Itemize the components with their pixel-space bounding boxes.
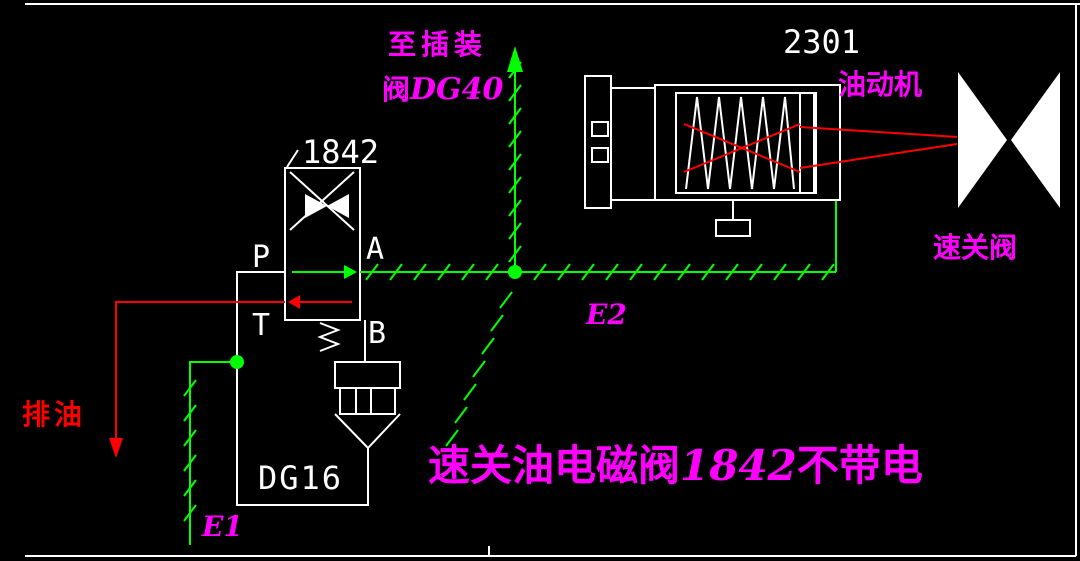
valve-spring-icon xyxy=(317,322,341,352)
label-port-b: B xyxy=(368,316,387,351)
label-to-cartridge-line2: 阀DG40 xyxy=(382,74,503,106)
p-to-a-arrow-icon xyxy=(344,265,357,279)
junction-dot-e1 xyxy=(230,355,244,369)
label-port-a: A xyxy=(366,232,385,267)
label-actuator-number: 2301 xyxy=(783,23,861,61)
label-solenoid-valve-number: 1842 xyxy=(302,133,380,171)
caption-suffix: 不带电 xyxy=(796,442,923,489)
solenoid-arrow-right-icon xyxy=(305,194,327,218)
label-actuator-name: 油动机 xyxy=(838,69,923,100)
solenoid-valve-symbol xyxy=(284,149,361,352)
frame-border xyxy=(25,3,1080,557)
drain-arrow-down-icon xyxy=(109,438,123,458)
junction-dot-e2 xyxy=(508,265,522,279)
caption-prefix: 速关油电磁阀 xyxy=(428,442,681,489)
label-port-t: T xyxy=(252,308,271,343)
actuator-spring-icon xyxy=(685,96,795,190)
return-arrow-icon xyxy=(288,295,300,309)
label-port-p: P xyxy=(252,240,271,275)
label-dg40-code: DG40 xyxy=(410,72,504,107)
solenoid-arrow-left-icon xyxy=(327,194,349,218)
label-node-e2: E2 xyxy=(586,298,627,331)
label-node-e1: E1 xyxy=(202,510,243,543)
label-quick-close-valve: 速关阀 xyxy=(933,232,1018,263)
label-drain-oil: 排油 xyxy=(22,399,87,430)
actuator-red-linkage xyxy=(683,123,958,173)
dg16-valve-symbol xyxy=(334,361,401,449)
flow-arrow-up-icon xyxy=(507,46,523,72)
label-pilot-valve-model: DG16 xyxy=(258,459,344,497)
supply-piping-green xyxy=(189,62,837,545)
caption-number: 1842 xyxy=(680,441,797,490)
quick-close-valve-icon xyxy=(958,72,1060,208)
tank-return-piping xyxy=(236,271,369,506)
label-to-cartridge-line1: 至插装 xyxy=(388,29,488,60)
valve-flow-arrows xyxy=(288,265,357,309)
drain-piping-red xyxy=(115,301,285,442)
label-valve-char: 阀 xyxy=(382,74,411,105)
caption-status: 速关油电磁阀1842不带电 xyxy=(428,441,923,490)
actuator-assembly xyxy=(584,75,841,237)
